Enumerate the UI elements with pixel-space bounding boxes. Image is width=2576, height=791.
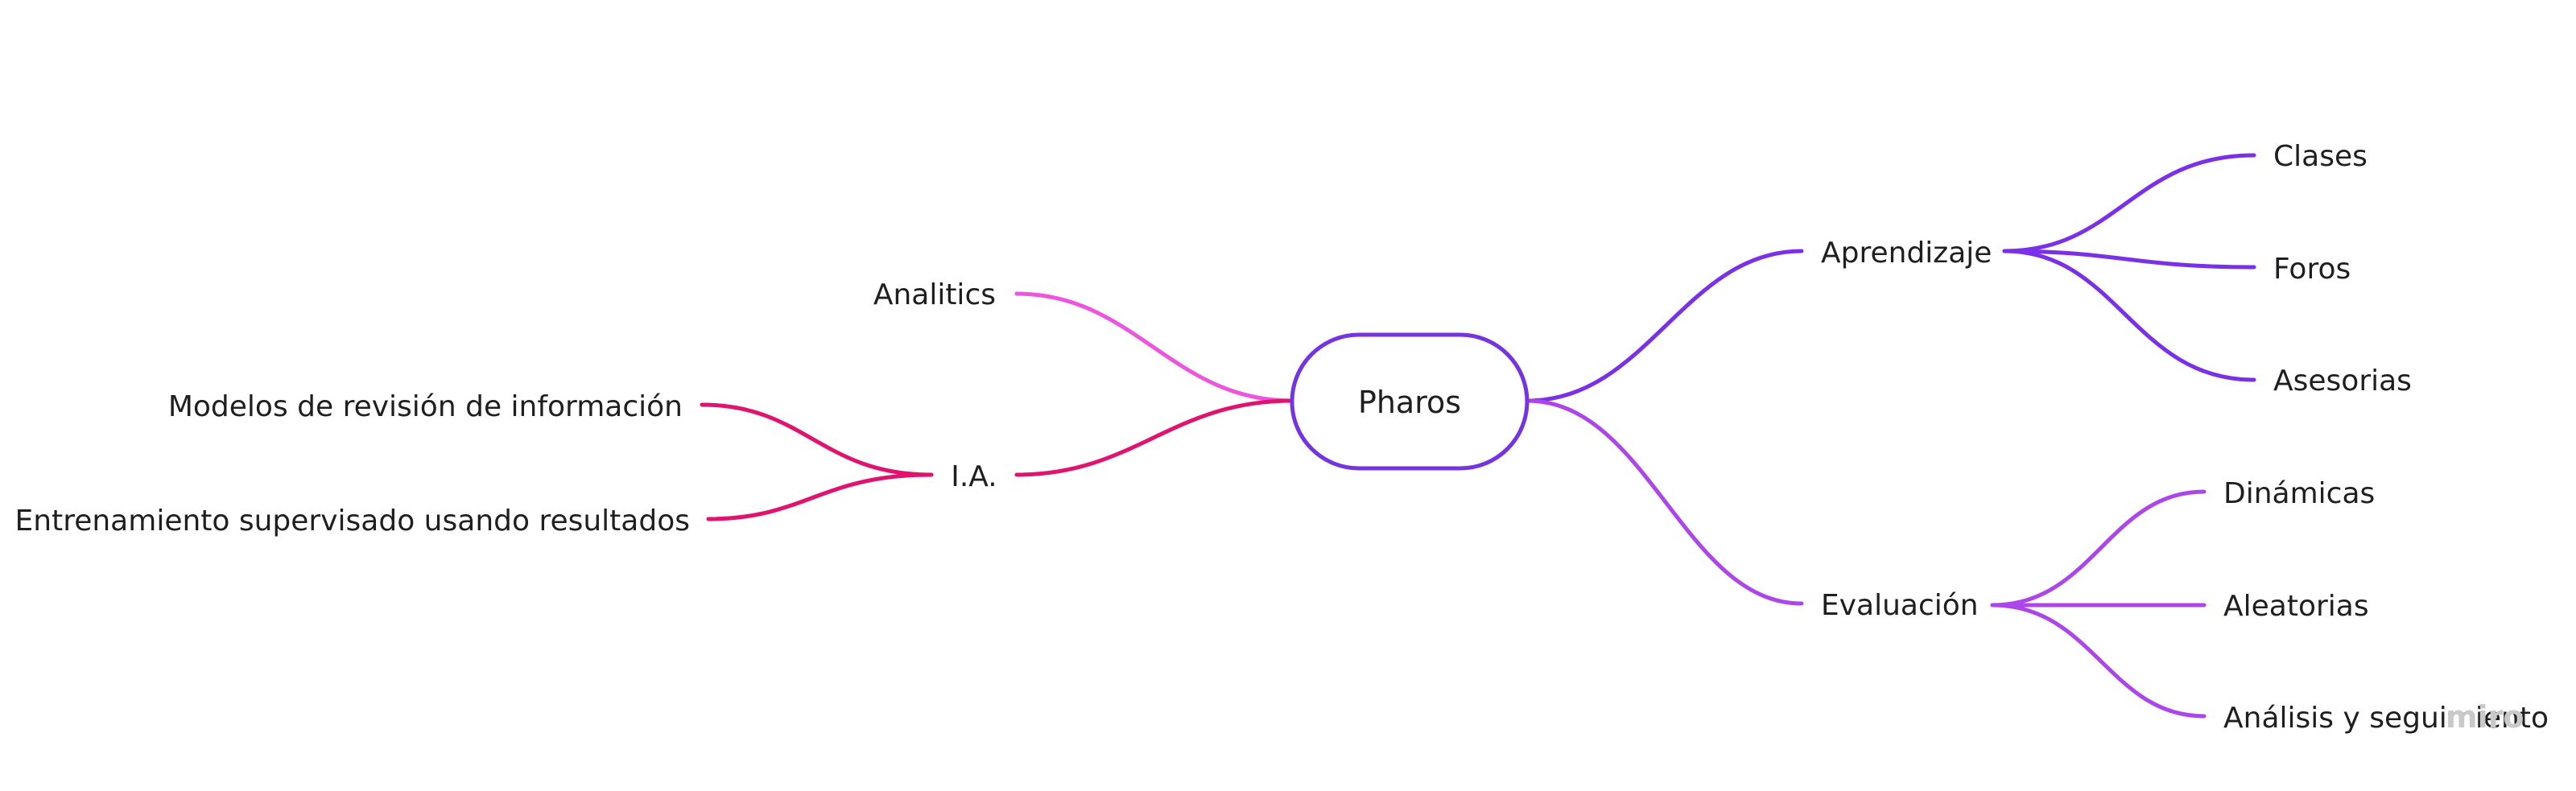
link-aprendizaje-clases bbox=[2002, 153, 2256, 253]
node-evaluacion-analisis[interactable]: Análisis y seguimiento bbox=[2223, 702, 2549, 735]
link-root-evaluacion bbox=[1525, 398, 1804, 606]
link-evaluacion-analisis bbox=[1990, 603, 2207, 719]
link-aprendizaje-asesorias bbox=[2002, 249, 2256, 382]
link-root-aprendizaje bbox=[1525, 249, 1804, 403]
node-aprendizaje-foros[interactable]: Foros bbox=[2273, 253, 2351, 286]
node-aprendizaje-clases[interactable]: Clases bbox=[2273, 140, 2368, 173]
root-label: Pharos bbox=[1358, 385, 1461, 420]
link-evaluacion-dinamicas bbox=[1990, 489, 2207, 608]
node-analitics[interactable]: Analitics bbox=[873, 278, 996, 311]
link-root-analitics bbox=[1014, 291, 1294, 403]
root-node[interactable] bbox=[1290, 332, 1530, 471]
node-ia-modelos[interactable]: Modelos de revisión de información bbox=[168, 390, 683, 423]
link-ia-entrenamiento bbox=[706, 472, 934, 521]
node-evaluacion[interactable]: Evaluación bbox=[1821, 589, 1979, 622]
node-evaluacion-aleatorias[interactable]: Aleatorias bbox=[2223, 590, 2369, 623]
miro-watermark: miro bbox=[2446, 699, 2524, 735]
node-ia-entrenamiento[interactable]: Entrenamiento supervisado usando resulta… bbox=[15, 505, 690, 538]
node-aprendizaje[interactable]: Aprendizaje bbox=[1821, 237, 1992, 270]
link-ia-modelos bbox=[700, 402, 934, 477]
node-ia[interactable]: I.A. bbox=[951, 460, 997, 493]
node-aprendizaje-asesorias[interactable]: Asesorias bbox=[2273, 365, 2412, 398]
node-evaluacion-dinamicas[interactable]: Dinámicas bbox=[2223, 477, 2375, 510]
link-root-ia bbox=[1014, 398, 1294, 477]
link-aprendizaje-foros bbox=[2002, 249, 2256, 270]
